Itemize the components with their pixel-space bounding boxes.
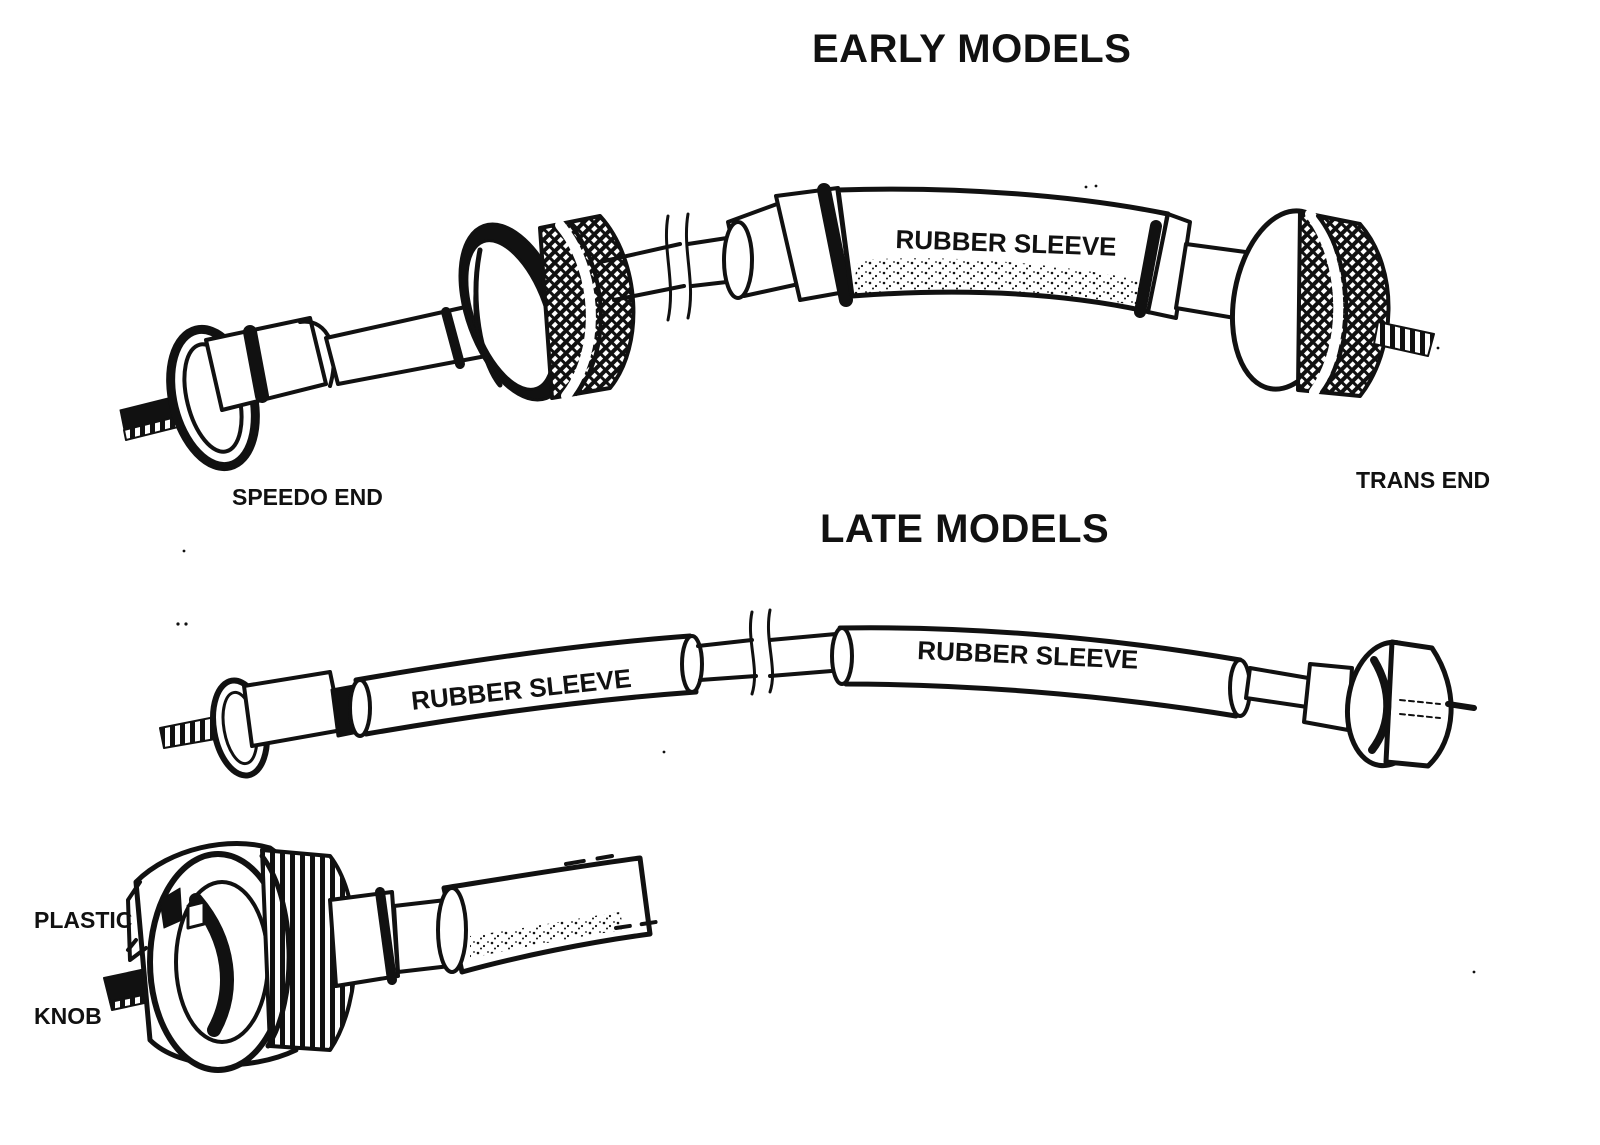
plastic-knob-detail xyxy=(103,841,658,1073)
late-trans-drive-tip xyxy=(1445,701,1477,711)
early-speedo-knurled-nut xyxy=(458,214,636,402)
early-models-title: EARLY MODELS xyxy=(812,27,1132,71)
late-cable-assembly xyxy=(159,608,1477,779)
early-trans-knurled-nut xyxy=(1229,208,1391,398)
scan-specks xyxy=(176,184,1476,974)
early-cable-assembly xyxy=(119,183,1435,472)
late-speedo-ferrule xyxy=(210,670,360,779)
plastic-knob-label-line2: KNOB xyxy=(34,1003,102,1029)
early-break-mark xyxy=(664,212,692,322)
late-trans-collar xyxy=(1344,639,1454,769)
speedo-end-label: SPEEDO END xyxy=(232,484,383,510)
trans-end-label: TRANS END xyxy=(1356,467,1491,493)
late-break-mark xyxy=(748,608,774,696)
plastic-knob-label: PLASTIC KNOB xyxy=(34,840,132,1096)
early-inner-shaft xyxy=(324,304,488,386)
early-rubber-sleeve-label: RUBBER SLEEVE xyxy=(895,224,1117,262)
early-speedo-ferrule xyxy=(166,316,336,472)
plastic-knob-label-line1: PLASTIC xyxy=(34,907,133,933)
early-trans-drive-tip xyxy=(1373,321,1435,357)
late-models-title: LATE MODELS xyxy=(820,507,1110,551)
